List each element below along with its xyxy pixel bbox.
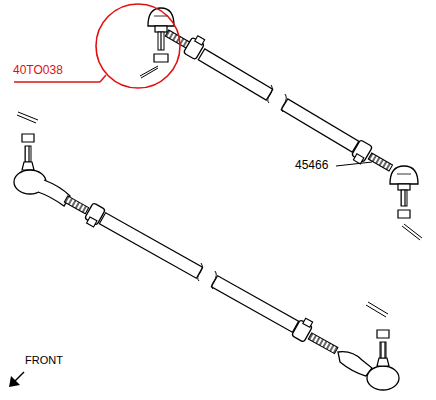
leader-line bbox=[14, 81, 100, 82]
front-arrow bbox=[9, 372, 24, 387]
ball-joint bbox=[390, 166, 422, 240]
part-number: 40TO038 bbox=[12, 64, 64, 77]
leader-line bbox=[336, 162, 372, 166]
leader-line bbox=[100, 75, 106, 82]
callout-circle bbox=[96, 4, 180, 88]
callout-number: 45466 bbox=[294, 159, 329, 172]
direction-label: FRONT bbox=[24, 354, 64, 366]
